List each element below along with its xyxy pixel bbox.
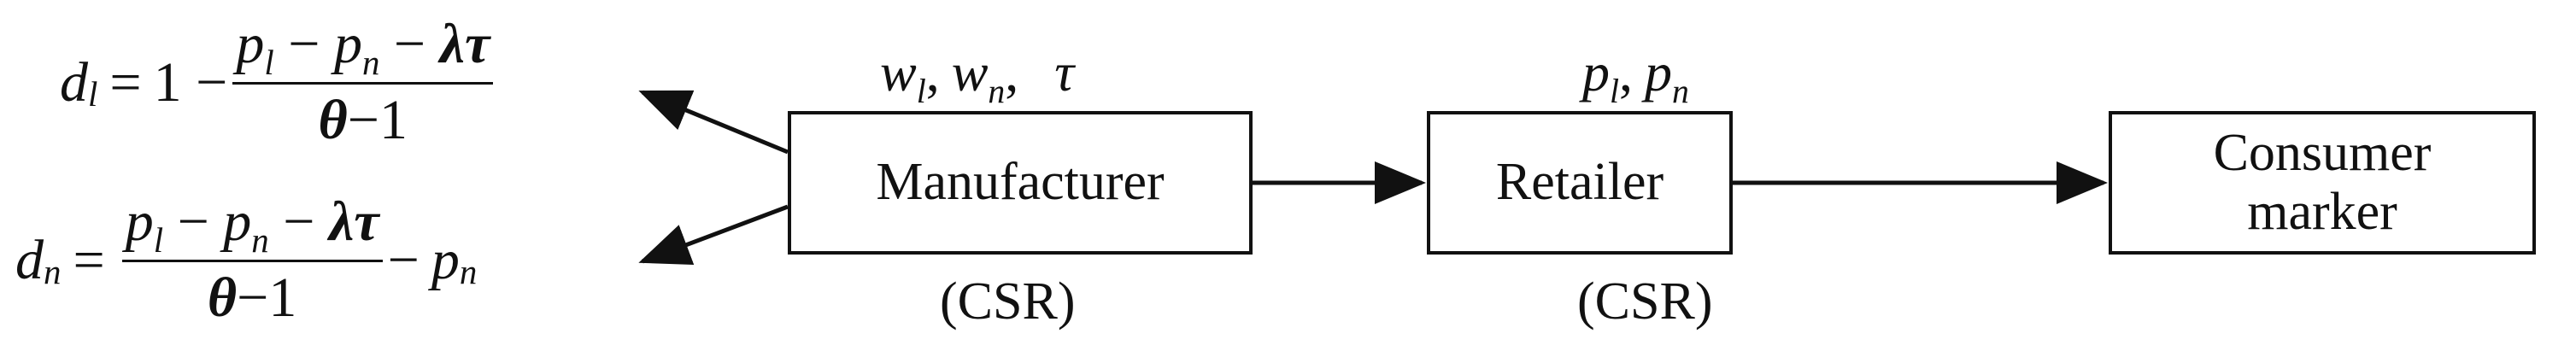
manufacturer-csr-note: (CSR) bbox=[940, 272, 1076, 331]
retailer-box: Retailer bbox=[1427, 111, 1733, 255]
arrow-manufacturer-to-dl bbox=[638, 90, 789, 155]
manufacturer-box: Manufacturer bbox=[788, 111, 1253, 255]
consumer-label-line1: Consumer bbox=[2213, 123, 2432, 182]
dn-fraction: pl − pn − λτ θ−1 bbox=[121, 190, 383, 331]
consumer-label-line2: marker bbox=[2247, 183, 2397, 241]
manufacturer-label: Manufacturer bbox=[876, 153, 1165, 212]
retailer-csr-note: (CSR) bbox=[1577, 272, 1713, 331]
retailer-decision-vars: pl,pn bbox=[1582, 42, 1689, 110]
arrow-manufacturer-to-dn bbox=[638, 204, 789, 266]
consumer-box: Consumer marker bbox=[2109, 111, 2536, 255]
retailer-label: Retailer bbox=[1495, 153, 1664, 212]
manufacturer-decision-vars: wl,wn,τ bbox=[880, 42, 1075, 110]
dl-fraction: pl − pn − λτ θ−1 bbox=[232, 12, 494, 153]
